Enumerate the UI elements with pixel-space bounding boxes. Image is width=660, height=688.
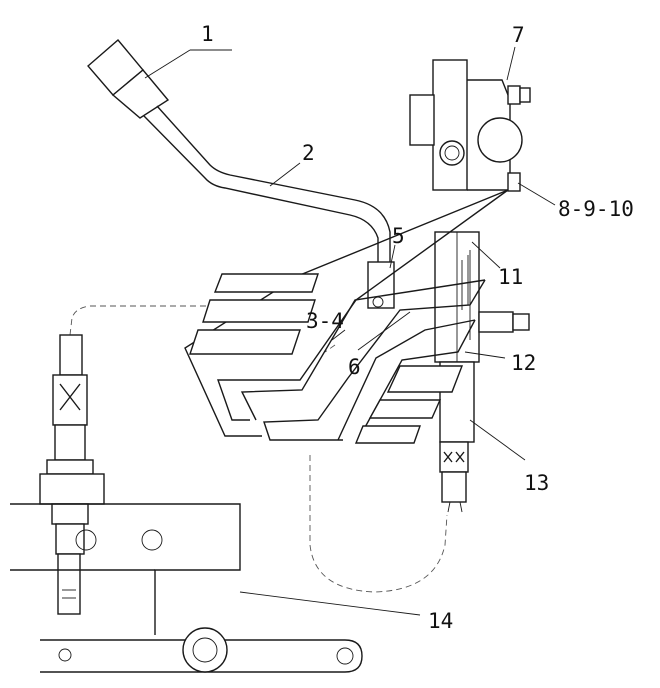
callout-6: 6 <box>348 355 361 379</box>
dashed-cable-path <box>69 305 448 593</box>
callout-1: 1 <box>201 22 214 46</box>
leader-lines <box>144 46 556 616</box>
callout-12: 12 <box>511 351 536 375</box>
callout-5: 5 <box>392 224 405 248</box>
callout-3-4: 3-4 <box>306 309 344 333</box>
shift-lever <box>87 39 395 309</box>
callout-labels: 1 2 3-4 5 6 7 8-9-10 11 12 13 14 <box>201 22 634 633</box>
callout-11: 11 <box>498 265 523 289</box>
callout-8-9-10: 8-9-10 <box>558 197 634 221</box>
column-clamp <box>409 59 531 192</box>
shift-shaft <box>434 231 530 513</box>
base-bracket <box>10 503 363 673</box>
callout-7: 7 <box>512 23 525 47</box>
callout-2: 2 <box>302 141 315 165</box>
shift-gate-plate <box>184 189 509 444</box>
callout-13: 13 <box>524 471 549 495</box>
callout-14: 14 <box>428 609 453 633</box>
cable-end-fitting <box>39 334 105 615</box>
